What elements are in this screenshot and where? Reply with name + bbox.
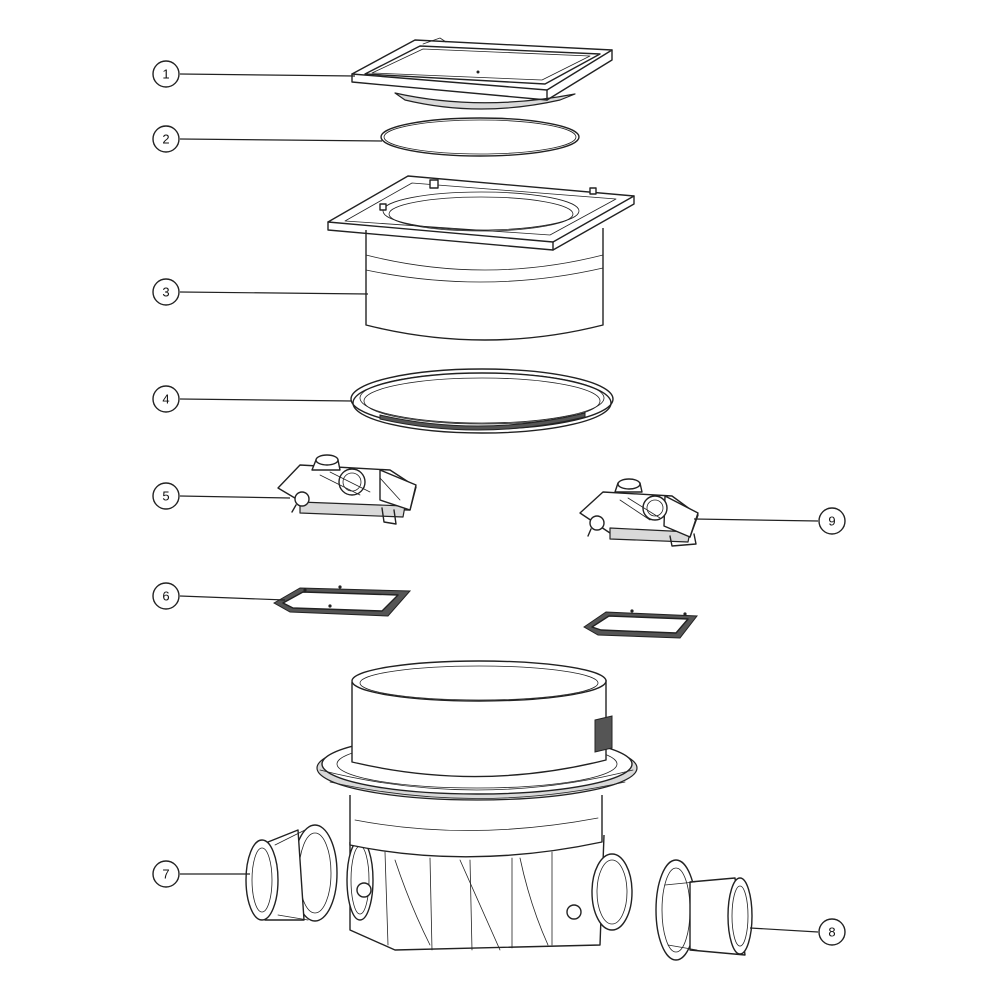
part-2-o-ring — [380, 117, 580, 157]
callout-4-label: 4 — [162, 392, 169, 407]
callout-7-label: 7 — [162, 867, 169, 882]
callout-2: 2 — [152, 125, 180, 153]
part-9-insert-right — [579, 478, 699, 547]
part-3-frame-with-sleeve — [327, 175, 635, 341]
leader-2 — [179, 138, 383, 142]
leader-1 — [179, 73, 356, 77]
callout-6: 6 — [152, 582, 180, 610]
leader-6 — [179, 595, 286, 601]
part-8-coupling-right — [655, 859, 753, 961]
callout-2-label: 2 — [162, 132, 169, 147]
callout-4: 4 — [152, 385, 180, 413]
callout-5-label: 5 — [162, 489, 169, 504]
callout-1-label: 1 — [162, 67, 169, 82]
callout-1: 1 — [152, 60, 180, 88]
leader-3 — [179, 291, 369, 295]
callout-3: 3 — [152, 278, 180, 306]
part-6-gasket-left — [272, 585, 412, 617]
callout-8: 8 — [818, 918, 846, 946]
part-4-gasket-ring — [350, 368, 614, 434]
main-body — [316, 660, 638, 951]
leader-lines — [179, 73, 819, 933]
leader-5 — [179, 495, 291, 499]
leader-8 — [749, 927, 819, 933]
part-1-square-lid — [351, 37, 613, 110]
leader-9 — [693, 518, 819, 522]
callout-3-label: 3 — [162, 285, 169, 300]
callout-7: 7 — [152, 860, 180, 888]
callout-8-label: 8 — [828, 925, 835, 940]
leader-4 — [179, 398, 353, 402]
callout-5: 5 — [152, 482, 180, 510]
callout-9-label: 9 — [828, 514, 835, 529]
part-5-insert-left — [277, 454, 417, 525]
callout-6-label: 6 — [162, 589, 169, 604]
callout-9: 9 — [818, 507, 846, 535]
part-7-coupling-left — [245, 824, 338, 922]
part-6-gasket-right — [583, 609, 698, 639]
